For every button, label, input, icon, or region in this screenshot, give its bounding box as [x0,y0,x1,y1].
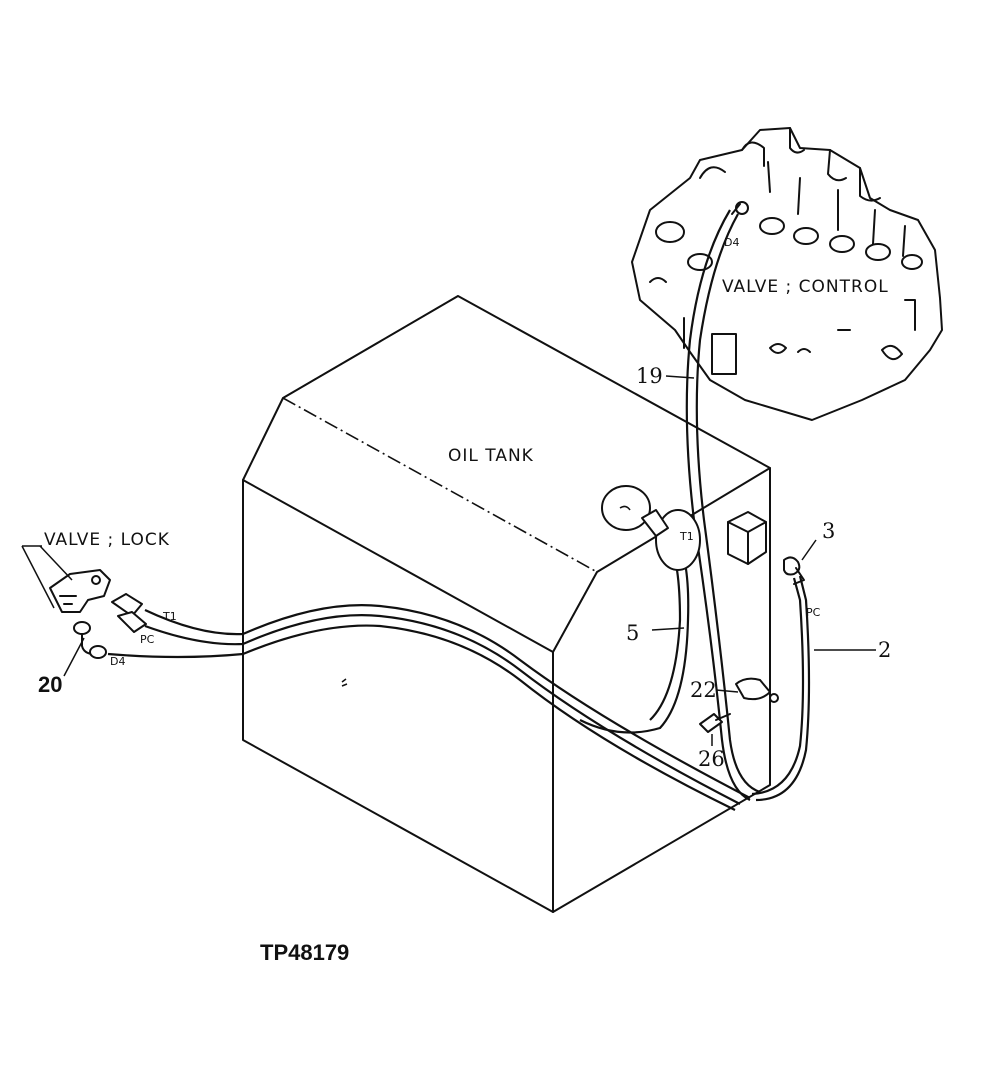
control-valve: D4 VALVE ; CONTROL [631,127,943,421]
callout-2: 2 [878,638,891,662]
hoses: PC [107,209,821,811]
lock-valve-label: VALVE ; LOCK [44,530,170,550]
callout-26: 26 [698,747,725,771]
callout-3: 3 [822,519,835,543]
oil-tank: OIL TANK [242,295,771,913]
tank-fittings: T1 [601,485,805,733]
lock-valve: T1 PC D4 VALVE ; LOCK [21,530,177,668]
port-pc-lock: PC [140,633,155,646]
callout-19: 19 [636,364,663,388]
callouts: 3 2 5 19 22 26 20 [38,364,891,771]
oil-tank-label: OIL TANK [448,446,534,466]
control-valve-label: VALVE ; CONTROL [722,277,889,297]
callout-22: 22 [690,678,717,702]
callout-5: 5 [626,621,639,645]
port-pc-right: PC [806,606,821,619]
port-t1-tank: T1 [679,530,694,543]
figure-id: TP48179 [260,940,349,965]
port-d4-lock: D4 [110,655,125,668]
port-d4-control: D4 [724,236,739,249]
callout-20: 20 [38,672,62,697]
